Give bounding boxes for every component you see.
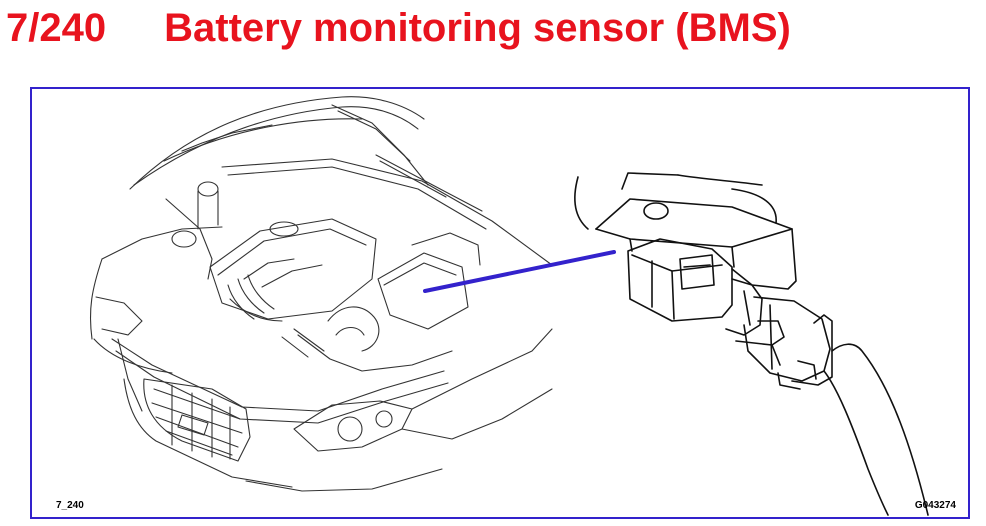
bms-sensor-closeup-drawing bbox=[574, 172, 929, 516]
slide-title: 7/240 Battery monitoring sensor (BMS) bbox=[6, 4, 791, 52]
slide-number: 7/240 bbox=[6, 6, 107, 50]
illustration bbox=[89, 96, 929, 516]
pointer-line bbox=[423, 250, 616, 293]
figure-id-label: 7_240 bbox=[56, 500, 84, 511]
figure-frame: 7_240 G043274 bbox=[30, 87, 970, 519]
figure-code-label: G043274 bbox=[914, 500, 956, 511]
car-engine-bay-drawing bbox=[89, 96, 553, 492]
slide-heading: Battery monitoring sensor (BMS) bbox=[164, 6, 791, 50]
